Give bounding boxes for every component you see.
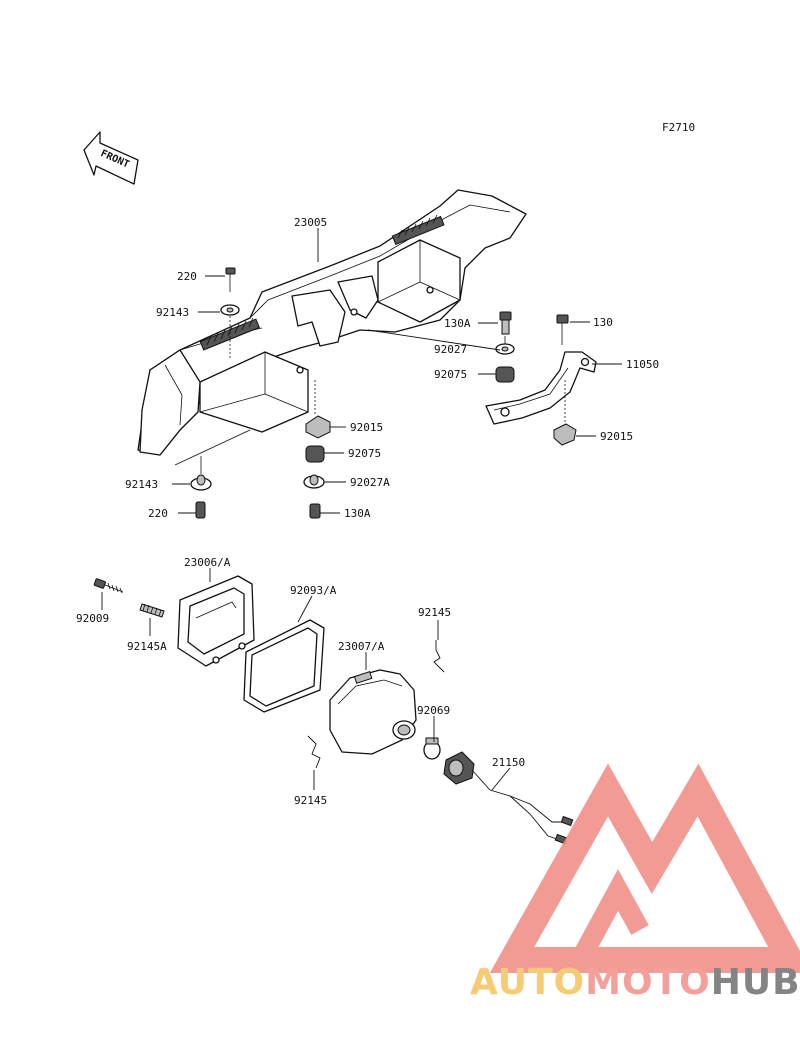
label-92015-center: 92015 <box>350 421 383 434</box>
label-220-bottom: 220 <box>148 507 168 520</box>
screw-92009 <box>93 578 124 594</box>
label-220-top: 220 <box>177 270 197 283</box>
figure-code: F2710 <box>662 121 695 134</box>
label-92015-right: 92015 <box>600 430 633 443</box>
spring-92145A <box>139 603 165 618</box>
label-21150: 21150 <box>492 756 525 769</box>
headlight-rim-23006A <box>177 575 255 667</box>
headlight-housing-23005 <box>137 189 527 456</box>
label-92093A: 92093/A <box>290 584 337 597</box>
label-92069: 92069 <box>417 704 450 717</box>
label-92009: 92009 <box>76 612 109 625</box>
watermark-triangle-icon <box>489 763 800 973</box>
label-130A-top: 130A <box>444 317 471 330</box>
leader-lines <box>101 228 622 791</box>
watermark-moto: MOTO <box>585 962 711 1003</box>
watermark-hub: HUB <box>711 962 800 1003</box>
hardware-upper <box>174 267 577 519</box>
label-130: 130 <box>593 316 613 329</box>
label-92027A: 92027A <box>350 476 390 489</box>
watermark-auto: AUTO <box>470 962 585 1003</box>
clip-92145-top <box>433 640 445 673</box>
label-92075-center: 92075 <box>348 447 381 460</box>
socket-harness-21150 <box>443 751 574 845</box>
part-labels: 23005 220 92143 130A 92027 92075 130 110… <box>76 216 659 807</box>
label-23005: 23005 <box>294 216 327 229</box>
gasket-92093A <box>243 619 325 713</box>
watermark-logo: AUTOMOTOHUB <box>470 763 800 1003</box>
front-arrow-icon: FRONT <box>83 131 139 185</box>
bulb-92069 <box>423 737 441 760</box>
label-92145A: 92145A <box>127 640 167 653</box>
label-23007A: 23007/A <box>338 640 385 653</box>
svg-text:AUTOMOTOHUB: AUTOMOTOHUB <box>470 962 800 1003</box>
label-92075-right: 92075 <box>434 368 467 381</box>
label-92027: 92027 <box>434 343 467 356</box>
headlight-unit-23007A <box>329 669 417 755</box>
clip-92145-bottom <box>307 735 321 769</box>
label-92145-top: 92145 <box>418 606 451 619</box>
label-92145-bottom: 92145 <box>294 794 327 807</box>
label-92143-top: 92143 <box>156 306 189 319</box>
label-92143-bottom: 92143 <box>125 478 158 491</box>
bracket-11050 <box>485 351 597 425</box>
label-130A-bottom: 130A <box>344 507 371 520</box>
label-23006A: 23006/A <box>184 556 231 569</box>
label-11050: 11050 <box>626 358 659 371</box>
